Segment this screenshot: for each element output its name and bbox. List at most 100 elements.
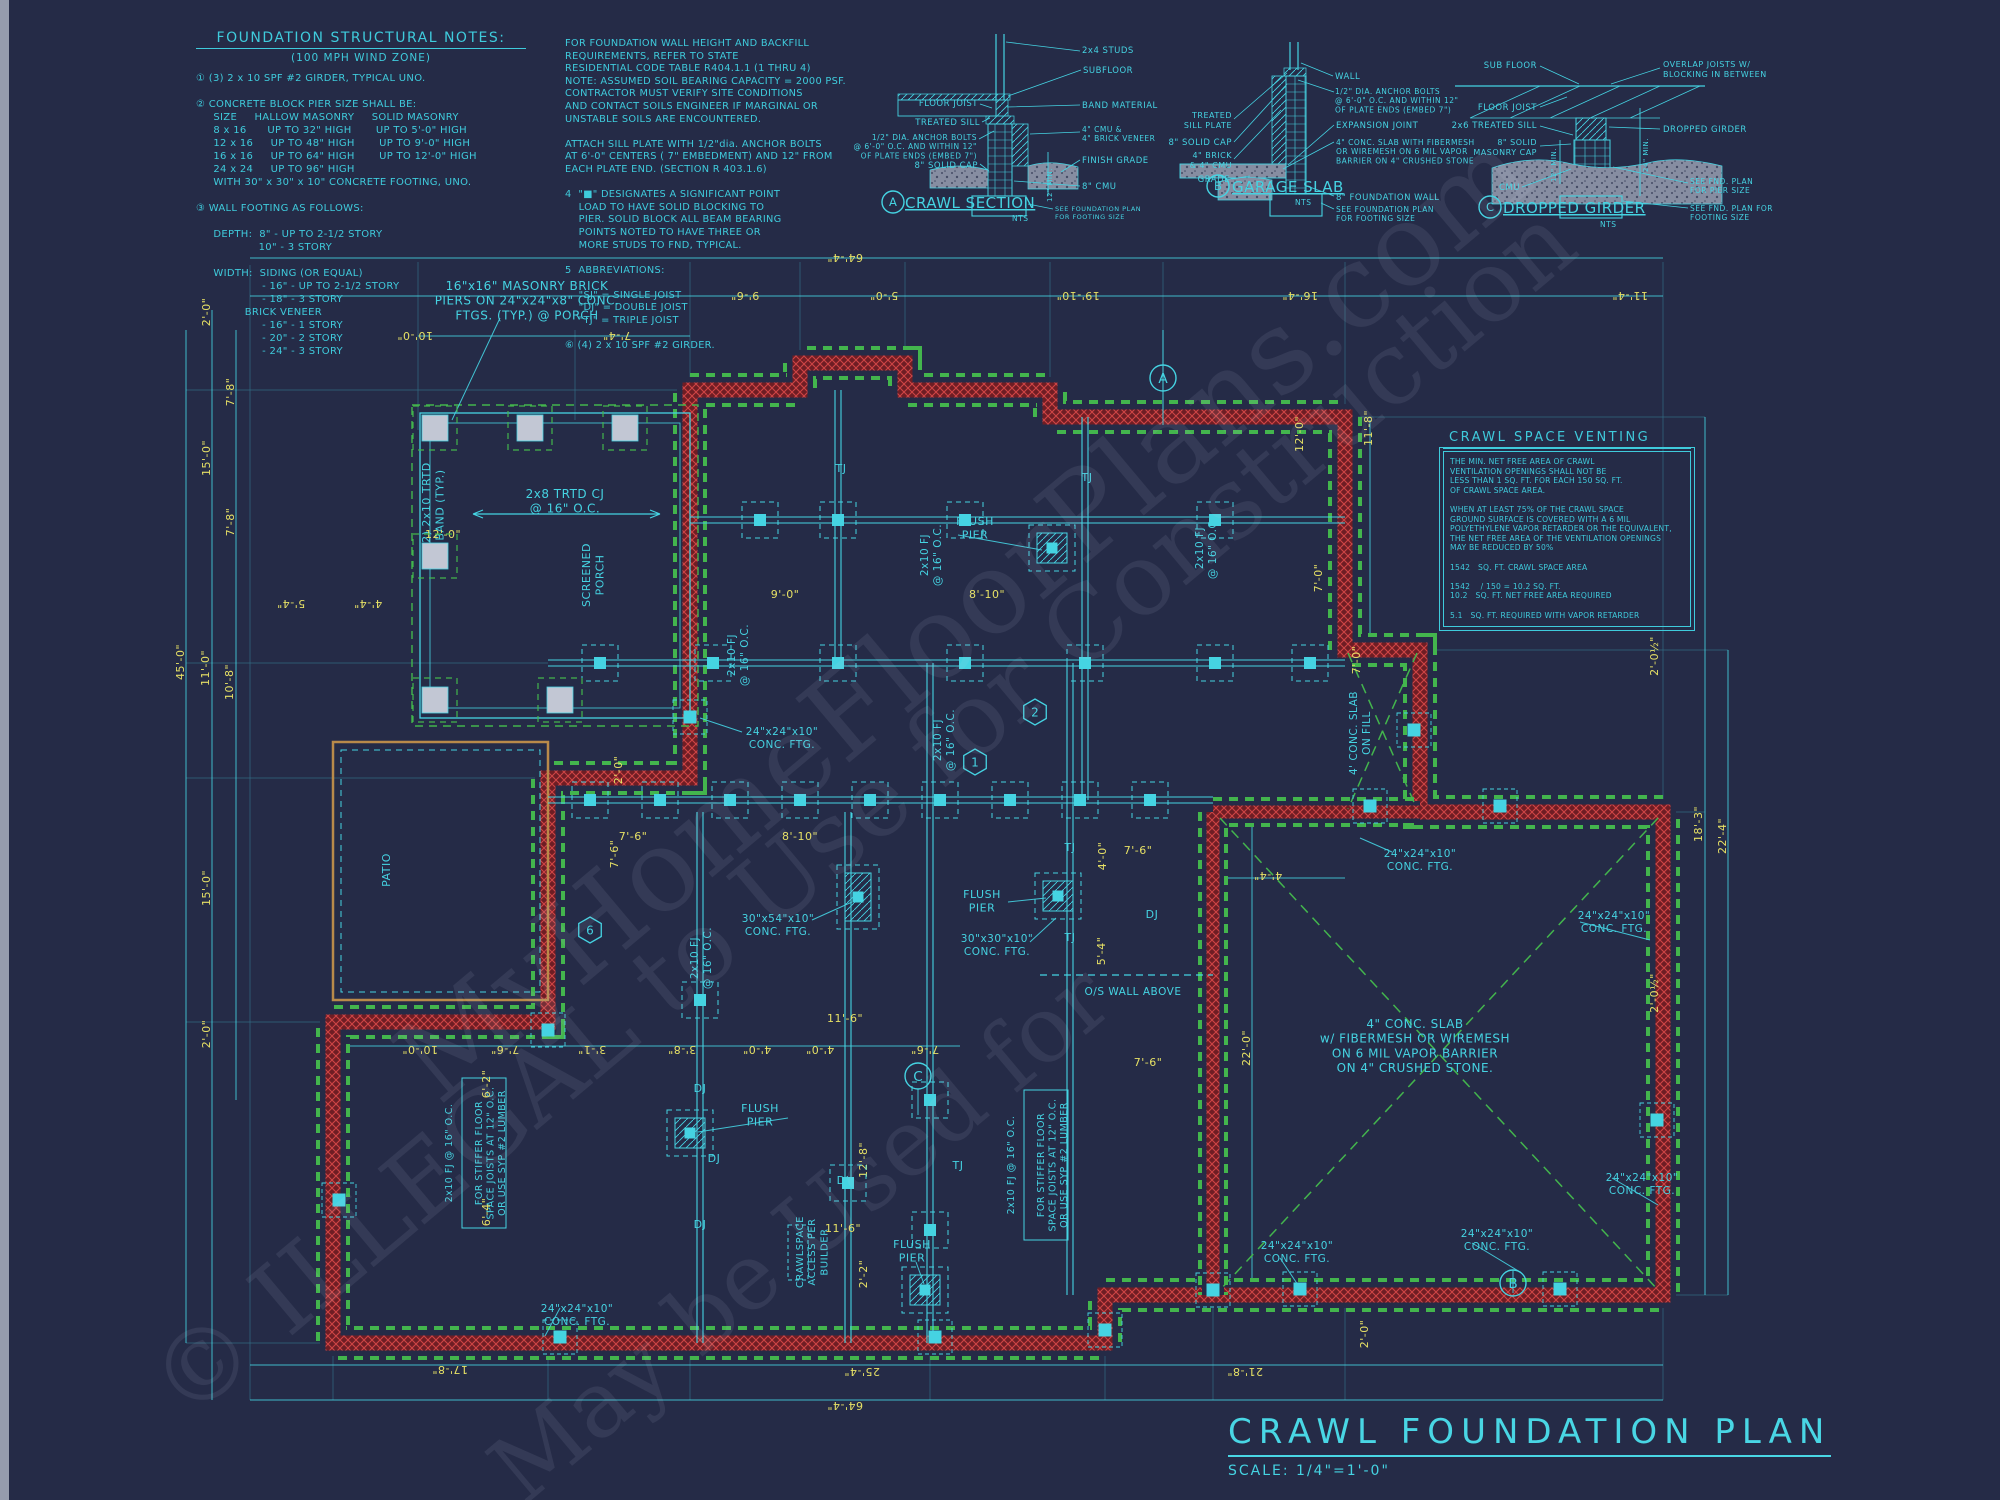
plan-text: 9'-0" <box>771 588 800 601</box>
flush-pier-block <box>919 1284 931 1296</box>
pier-footing-dashed <box>1066 644 1104 682</box>
plan-text: 3'-1" <box>578 1043 607 1056</box>
plan-text: NTS <box>1012 214 1028 223</box>
plan-text: TJ <box>835 462 847 475</box>
wall-pier-footing <box>917 1319 953 1355</box>
plan-text: 11'-6" <box>827 1012 863 1025</box>
plan-text: 24"x24"x10"CONC. FTG. <box>1384 848 1457 873</box>
plan-text: 8'-10" <box>969 588 1005 601</box>
plan-text: 2x4 STUDS <box>1082 46 1134 56</box>
wall-pier-block <box>1293 1282 1307 1296</box>
wall-pier-block <box>1493 799 1507 813</box>
wall-pier-footing <box>1639 1102 1675 1138</box>
pier-block <box>594 657 606 669</box>
pier-block <box>707 657 719 669</box>
wall-pier-footing <box>1282 1271 1318 1307</box>
pier-footing-dashed <box>741 501 779 539</box>
pier-footing-dashed <box>851 781 889 819</box>
pier-block <box>959 514 971 526</box>
porch-pier-footing <box>537 677 583 723</box>
flush-pier-footing <box>901 1266 949 1314</box>
pier-block <box>924 1224 936 1236</box>
plan-text: 1/2" DIA. ANCHOR BOLTS@ 6'-0" O.C. AND W… <box>1335 87 1458 114</box>
plan-text: DROPPED GIRDER <box>1503 199 1646 217</box>
wall-pier-block <box>683 710 697 724</box>
porch-joist-arrow <box>472 509 661 519</box>
plan-text: 24"x24"x10"CONC. FTG. <box>1461 1228 1534 1253</box>
plan-text: NTS <box>1600 220 1616 229</box>
pier-block <box>1144 794 1156 806</box>
dropped-girder-detail <box>1455 85 1723 219</box>
plan-text: 4'-0" <box>1096 842 1109 871</box>
plan-text: DJ <box>694 1082 707 1095</box>
crawl-section-detail <box>897 34 1079 217</box>
plan-text: 8" SOLID CAP <box>1169 138 1232 148</box>
foundation-general-notes: FOR FOUNDATION WALL HEIGHT AND BACKFILL … <box>565 38 875 353</box>
wall-pier-block <box>1206 1283 1220 1297</box>
pier-block <box>832 657 844 669</box>
pier-block <box>584 794 596 806</box>
plan-text: CRAWLSPACEACCESS PERBUILDER <box>795 1216 830 1288</box>
wall-pier-footing <box>542 1319 578 1355</box>
plan-text: CMU <box>1499 183 1520 193</box>
wall-pier-footing <box>1482 788 1518 824</box>
plan-text: TJ <box>1064 931 1076 944</box>
leader-lines <box>451 317 1659 1337</box>
plan-text: 7'-4" <box>603 329 632 342</box>
plan-text: 4'-4" <box>1254 869 1283 882</box>
pier-footing-dashed <box>1196 501 1234 539</box>
plan-text: SCREENEDPORCH <box>580 543 606 607</box>
pier-block <box>1074 794 1086 806</box>
wall-pier-block <box>1553 1282 1567 1296</box>
keynote-hex-6 <box>578 916 602 944</box>
pier-block <box>754 514 766 526</box>
plan-text: 2x10 FJ@ 16" O.C. <box>689 927 714 989</box>
keynote-hex-label: 2 <box>1031 706 1039 720</box>
detail-leaders <box>978 41 1689 210</box>
plan-text: 5'-0" <box>870 289 899 302</box>
keynote-hex-label: 1 <box>971 756 979 770</box>
titleblock: CRAWL FOUNDATION PLAN SCALE: 1/4"=1'-0" <box>1228 1412 1832 1479</box>
pier-block <box>1304 657 1316 669</box>
wall-pier-footing <box>530 1012 566 1048</box>
section-marker-c <box>904 1062 932 1090</box>
plan-text: 11'-8" <box>1362 410 1375 446</box>
plan-text: 15'-0" <box>200 870 213 906</box>
plan-text: DJ <box>708 1152 721 1165</box>
plan-text: 7'-8" <box>224 378 237 407</box>
wall-pier-block <box>1098 1323 1112 1337</box>
plan-text: 10'-0" <box>397 329 433 342</box>
wall-pier-block <box>1407 723 1421 737</box>
plan-text: 7'-6" <box>608 840 621 869</box>
plan-text: 11'-4" <box>1612 289 1648 302</box>
plan-text: 4'-0" <box>806 1043 835 1056</box>
pier-block <box>934 794 946 806</box>
venting-body: THE MIN. NET FREE AREA OF CRAWL VENTILAT… <box>1450 457 1672 620</box>
pier-footing-dashed <box>991 781 1029 819</box>
plan-text: 11'-0" <box>199 650 212 686</box>
porch-pier-footing <box>412 533 458 579</box>
plan-text: 2x10 FJ@ 16" O.C. <box>932 709 957 771</box>
plan-text: 4" CMU &4" BRICK VENEER <box>1082 125 1155 143</box>
plan-text: NTS <box>1295 198 1311 207</box>
pier-footing-dashed <box>911 1081 949 1119</box>
crawl-access-hatch <box>787 1224 809 1281</box>
pier-footing-dashed <box>711 781 749 819</box>
plan-text: TJ <box>952 1159 964 1172</box>
porch-masonry-pier <box>421 542 449 570</box>
wall-pier-block <box>541 1023 555 1037</box>
plan-text: FLOOR JOIST <box>1478 103 1537 113</box>
wall-pier-footing <box>321 1182 357 1218</box>
wall-pier-block <box>332 1193 346 1207</box>
porch-pier-footing <box>412 677 458 723</box>
section-marker-b <box>1206 174 1230 198</box>
plan-text: FOR STIFFER FLOORSPACE JOISTS AT 12" O.C… <box>1036 1099 1070 1232</box>
